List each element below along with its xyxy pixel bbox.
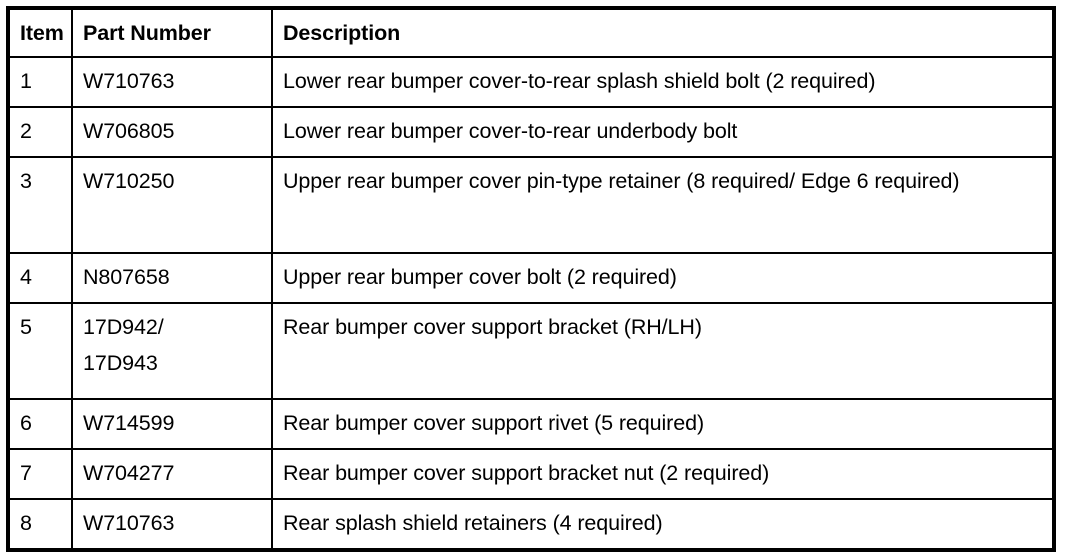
cell-description: Rear splash shield retainers (4 required…	[271, 497, 1055, 551]
parts-table: Item Part Number Description 1 W710763 L…	[6, 6, 1056, 552]
table-header-row: Item Part Number Description	[7, 7, 1055, 58]
cell-item: 7	[7, 447, 73, 500]
table-row: 7 W704277 Rear bumper cover support brac…	[7, 447, 1055, 500]
table-row: 2 W706805 Lower rear bumper cover-to-rea…	[7, 105, 1055, 158]
cell-description: Rear bumper cover support rivet (5 requi…	[271, 397, 1055, 450]
column-header-description: Description	[271, 7, 1055, 58]
cell-item: 5	[7, 301, 73, 400]
cell-description: Upper rear bumper cover pin-type retaine…	[271, 155, 1055, 254]
cell-part-number: W714599	[71, 397, 273, 450]
cell-item: 2	[7, 105, 73, 158]
cell-item: 8	[7, 497, 73, 551]
table-row: 8 W710763 Rear splash shield retainers (…	[7, 497, 1055, 551]
cell-description: Rear bumper cover support bracket nut (2…	[271, 447, 1055, 500]
document-page: Item Part Number Description 1 W710763 L…	[6, 6, 1056, 552]
table-header: Item Part Number Description	[7, 7, 1055, 58]
column-header-item: Item	[7, 7, 73, 58]
cell-item: 3	[7, 155, 73, 254]
cell-description: Rear bumper cover support bracket (RH/LH…	[271, 301, 1055, 400]
cell-part-number: W706805	[71, 105, 273, 158]
part-number-line: 17D942/	[83, 314, 164, 339]
table-body: 1 W710763 Lower rear bumper cover-to-rea…	[7, 55, 1055, 551]
cell-item: 4	[7, 251, 73, 304]
cell-part-number: 17D942/ 17D943	[71, 301, 273, 400]
cell-item: 1	[7, 55, 73, 108]
table-row: 3 W710250 Upper rear bumper cover pin-ty…	[7, 155, 1055, 254]
cell-part-number: W704277	[71, 447, 273, 500]
column-header-part-number: Part Number	[71, 7, 273, 58]
table-row: 1 W710763 Lower rear bumper cover-to-rea…	[7, 55, 1055, 108]
cell-part-number: W710763	[71, 55, 273, 108]
cell-item: 6	[7, 397, 73, 450]
cell-part-number: W710250	[71, 155, 273, 254]
cell-description: Lower rear bumper cover-to-rear underbod…	[271, 105, 1055, 158]
table-row: 6 W714599 Rear bumper cover support rive…	[7, 397, 1055, 450]
cell-part-number: N807658	[71, 251, 273, 304]
table-row: 5 17D942/ 17D943 Rear bumper cover suppo…	[7, 301, 1055, 400]
cell-part-number: W710763	[71, 497, 273, 551]
table-row: 4 N807658 Upper rear bumper cover bolt (…	[7, 251, 1055, 304]
cell-description: Lower rear bumper cover-to-rear splash s…	[271, 55, 1055, 108]
cell-description: Upper rear bumper cover bolt (2 required…	[271, 251, 1055, 304]
part-number-line: 17D943	[83, 351, 158, 376]
